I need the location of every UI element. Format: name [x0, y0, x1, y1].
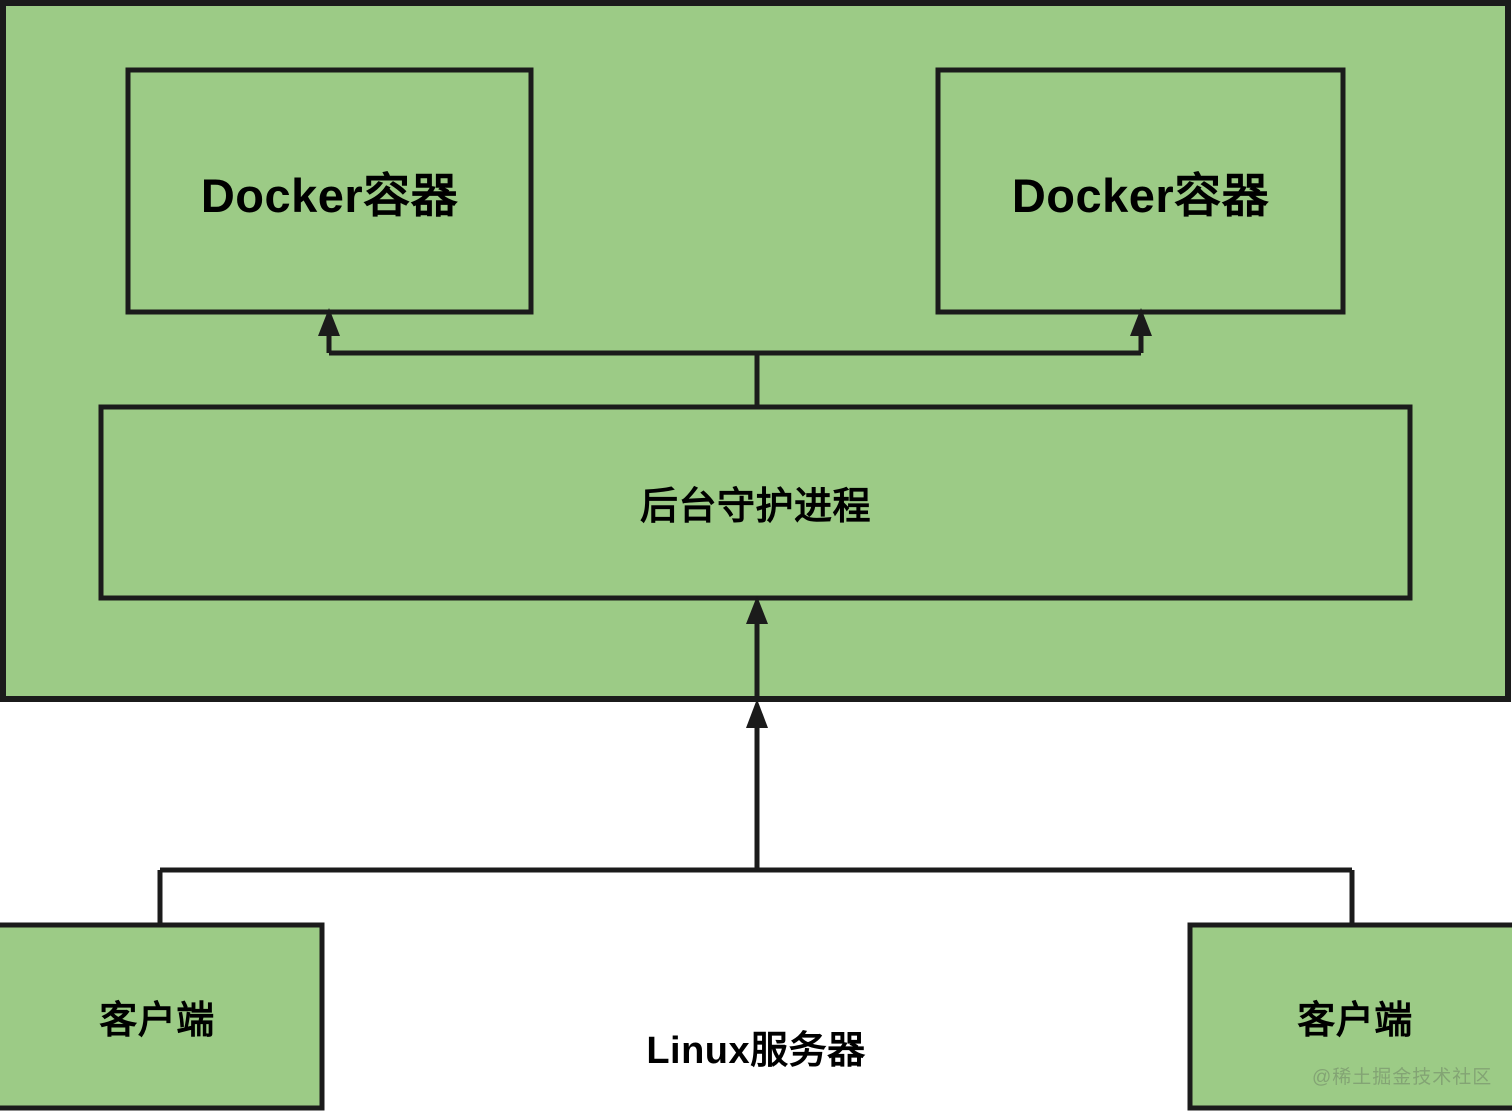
daemon-box[interactable]	[98, 404, 1413, 601]
client-right-box[interactable]	[1187, 922, 1512, 1111]
arrowhead-to-host	[746, 699, 768, 728]
arrowhead-to-container-left	[318, 308, 340, 336]
arrowhead-to-daemon	[746, 596, 768, 624]
arrowhead-to-container-right	[1130, 308, 1152, 336]
edge-daemon-to-containers	[326, 330, 1144, 407]
docker-container-right-box[interactable]	[935, 67, 1346, 315]
docker-container-left-box[interactable]	[125, 67, 534, 315]
client-left-box[interactable]	[0, 922, 325, 1111]
edge-clients-to-host	[157, 726, 1355, 927]
